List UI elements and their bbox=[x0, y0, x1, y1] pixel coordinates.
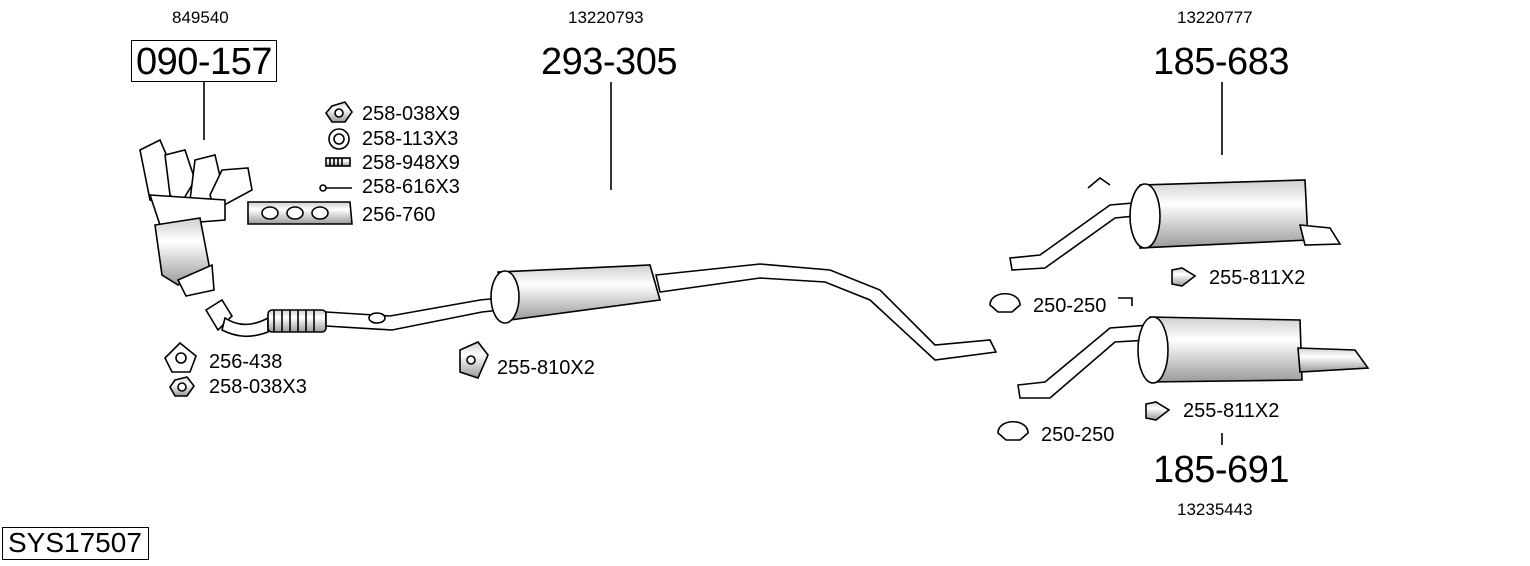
rear-silencer-upper-drawing bbox=[1009, 176, 1342, 271]
part-number-middle[interactable]: 293-305 bbox=[541, 41, 677, 83]
rubber-hanger-icon-2 bbox=[1171, 267, 1197, 287]
accessory-label-6[interactable]: 256-438 bbox=[209, 351, 283, 373]
oem-number-rear-upper: 13220777 bbox=[1177, 8, 1253, 27]
part-number-manifold[interactable]: 090-157 bbox=[131, 40, 277, 82]
ring-icon bbox=[328, 128, 350, 150]
middle-silencer-drawing bbox=[490, 263, 998, 361]
oem-number-manifold: 849540 bbox=[172, 8, 229, 27]
part-number-rear-lower[interactable]: 185-691 bbox=[1153, 449, 1289, 491]
spring-icon bbox=[325, 157, 351, 167]
flange-gasket-icon bbox=[164, 341, 197, 373]
rubber-hanger-icon bbox=[459, 341, 489, 379]
accessory-label-7[interactable]: 258-038X3 bbox=[209, 376, 307, 398]
accessory-label-1[interactable]: 258-038X9 bbox=[362, 103, 460, 125]
accessory-label-12[interactable]: 250-250 bbox=[1041, 424, 1115, 446]
oem-number-rear-lower: 13235443 bbox=[1177, 500, 1253, 519]
accessory-label-11[interactable]: 255-811X2 bbox=[1183, 400, 1280, 422]
accessory-label-5[interactable]: 256-760 bbox=[362, 204, 436, 226]
front-pipe-drawing bbox=[204, 297, 501, 338]
accessory-label-9[interactable]: 255-811X2 bbox=[1209, 267, 1306, 289]
gasket-icon bbox=[247, 201, 353, 225]
oem-number-middle: 13220793 bbox=[568, 8, 644, 27]
part-number-rear-upper[interactable]: 185-683 bbox=[1153, 41, 1289, 83]
bolt-icon bbox=[319, 184, 352, 192]
accessory-label-4[interactable]: 258-616X3 bbox=[362, 176, 460, 198]
accessory-label-3[interactable]: 258-948X9 bbox=[362, 152, 460, 174]
clamp-icon bbox=[989, 292, 1021, 313]
accessory-label-10[interactable]: 250-250 bbox=[1033, 295, 1107, 317]
rubber-hanger-icon-3 bbox=[1145, 401, 1171, 421]
nut-icon-2 bbox=[169, 376, 195, 397]
clamp-icon-2 bbox=[997, 420, 1029, 441]
system-code: SYS17507 bbox=[2, 527, 149, 560]
accessory-label-2[interactable]: 258-113X3 bbox=[362, 128, 459, 150]
accessory-label-8[interactable]: 255-810X2 bbox=[497, 357, 595, 379]
nut-icon bbox=[324, 101, 353, 123]
rear-silencer-lower-drawing bbox=[1017, 297, 1370, 399]
manifold-catalyst-drawing bbox=[139, 138, 253, 297]
